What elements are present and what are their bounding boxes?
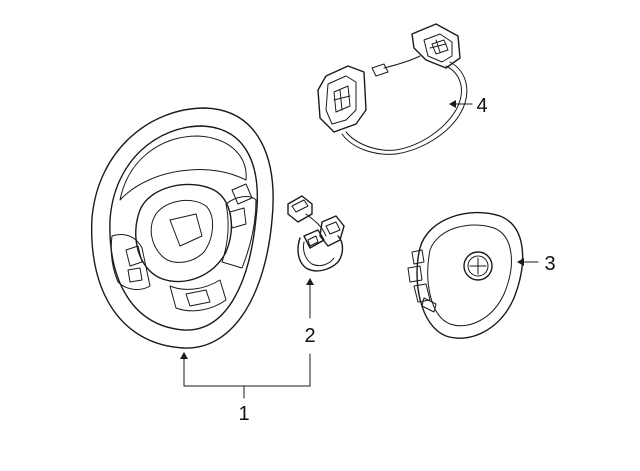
steering-wheel <box>90 107 274 349</box>
callout-label-4: 4 <box>476 95 487 117</box>
switch-assembly <box>317 23 468 155</box>
air-bag-module <box>407 211 524 339</box>
callout-label-1: 1 <box>238 403 249 425</box>
clock-spring <box>287 195 345 272</box>
callout-leaders <box>180 100 539 399</box>
callout-label-2: 2 <box>304 325 315 347</box>
callout-label-3: 3 <box>544 253 555 275</box>
